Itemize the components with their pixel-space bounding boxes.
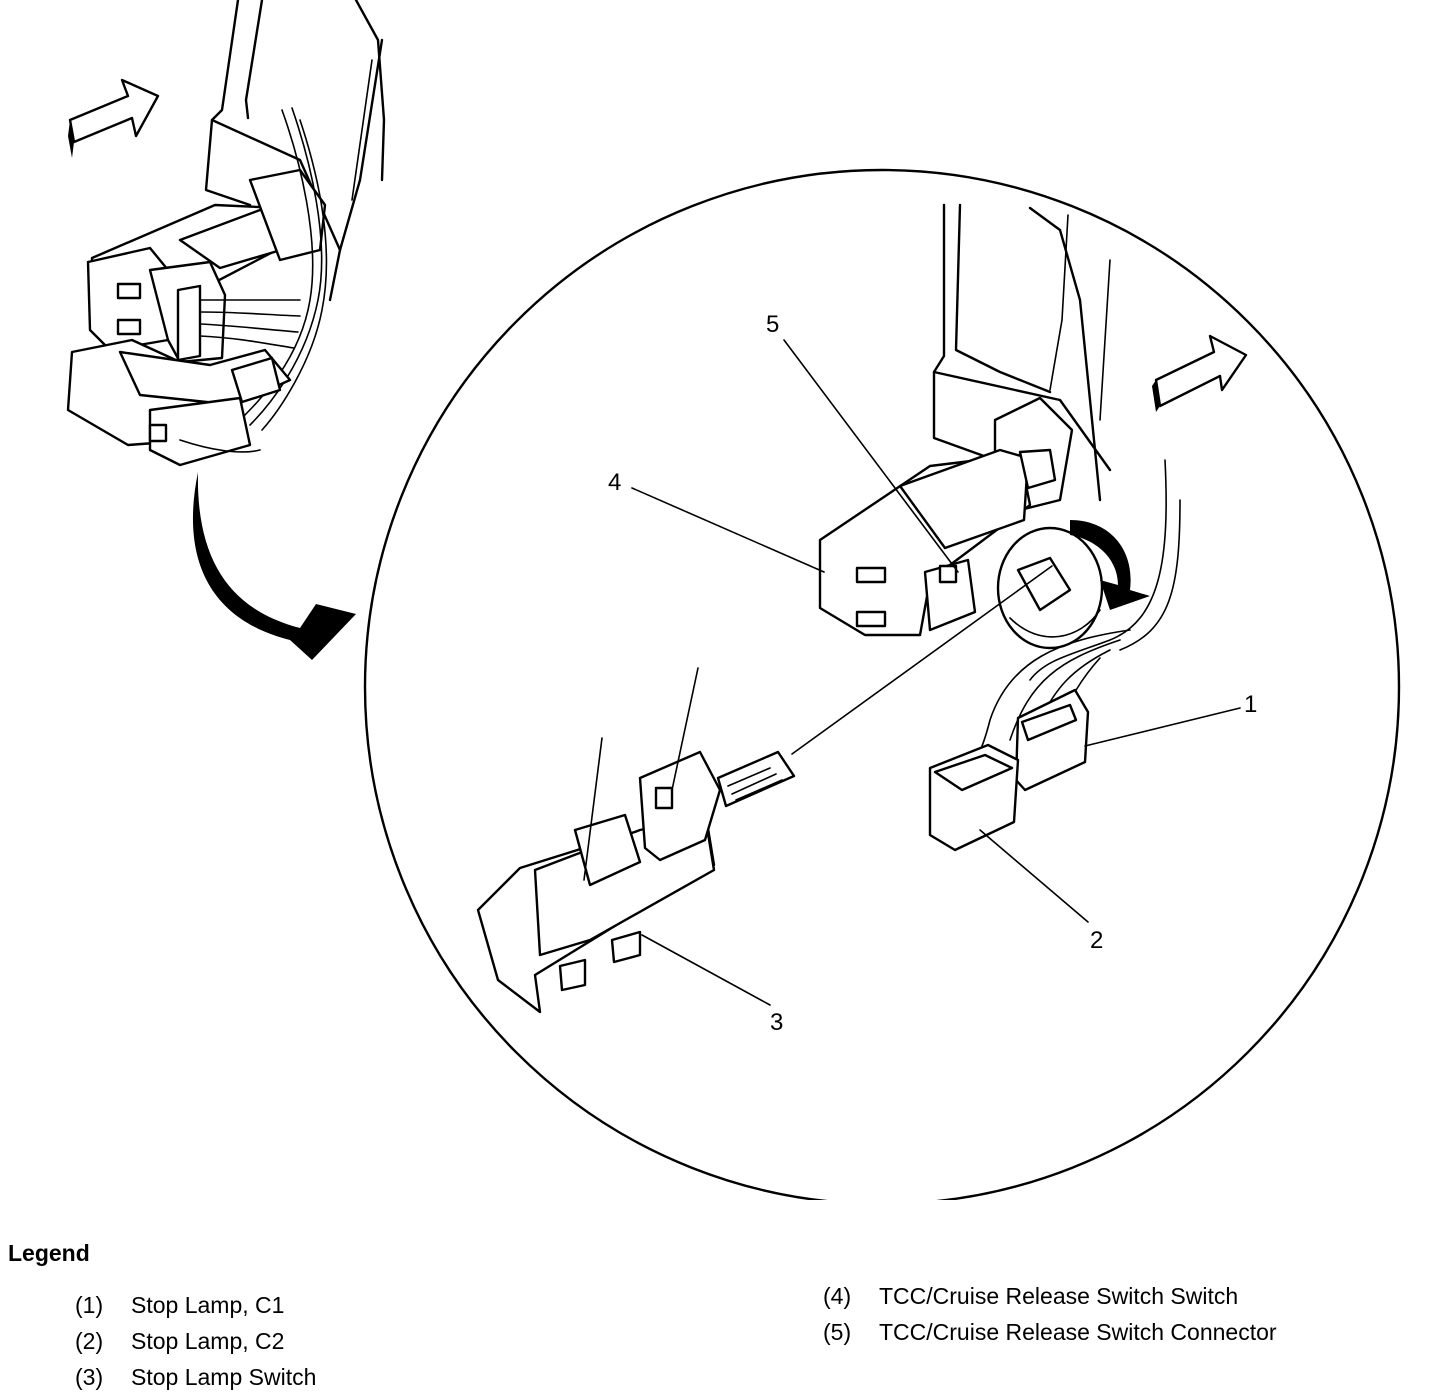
callout-5: 5: [766, 311, 779, 338]
legend-item-number: (4): [823, 1283, 852, 1309]
legend-column-left: (1) Stop Lamp, C1 (2) Stop Lamp, C2 (3) …: [75, 1287, 316, 1395]
legend-item-number: (2): [75, 1328, 104, 1354]
callout-4: 4: [608, 469, 621, 496]
leader-line-3: [641, 934, 771, 1006]
legend-item: (2) Stop Lamp, C2: [75, 1323, 316, 1359]
callout-2: 2: [1090, 927, 1103, 954]
legend-item-number: (5): [823, 1319, 852, 1345]
legend-item-number: (3): [75, 1364, 104, 1390]
leader-line-5: [783, 339, 959, 573]
callouts: 1 2 3 4 5: [608, 311, 1257, 1036]
detail-illustration: [476, 203, 1248, 1014]
leader-line-4: [631, 487, 825, 573]
leader-line-1: [1084, 707, 1241, 747]
legend-title: Legend: [8, 1240, 90, 1266]
magnifier-circle: [363, 168, 1401, 1200]
legend-item-number: (1): [75, 1292, 104, 1318]
leader-lines: [631, 339, 1241, 1006]
legend-item: (3) Stop Lamp Switch: [75, 1359, 316, 1395]
leader-line-2: [979, 829, 1089, 923]
callout-3: 3: [770, 1009, 783, 1036]
overview-illustration: [66, 0, 386, 660]
legend-item-label: Stop Lamp, C2: [131, 1328, 285, 1354]
legend-item-label: Stop Lamp Switch: [131, 1364, 317, 1390]
legend-column-right: (4) TCC/Cruise Release Switch Switch (5)…: [823, 1278, 1277, 1350]
callout-1: 1: [1244, 691, 1257, 718]
legend-item-label: TCC/Cruise Release Switch Connector: [879, 1319, 1277, 1345]
legend-item-label: TCC/Cruise Release Switch Switch: [879, 1283, 1239, 1309]
legend-item: (4) TCC/Cruise Release Switch Switch: [823, 1278, 1277, 1314]
legend-item: (5) TCC/Cruise Release Switch Connector: [823, 1314, 1277, 1350]
legend-item: (1) Stop Lamp, C1: [75, 1287, 316, 1323]
stop-lamp-switch-diagram: 1 2 3 4 5: [66, 0, 1401, 1200]
legend-item-label: Stop Lamp, C1: [131, 1292, 285, 1318]
